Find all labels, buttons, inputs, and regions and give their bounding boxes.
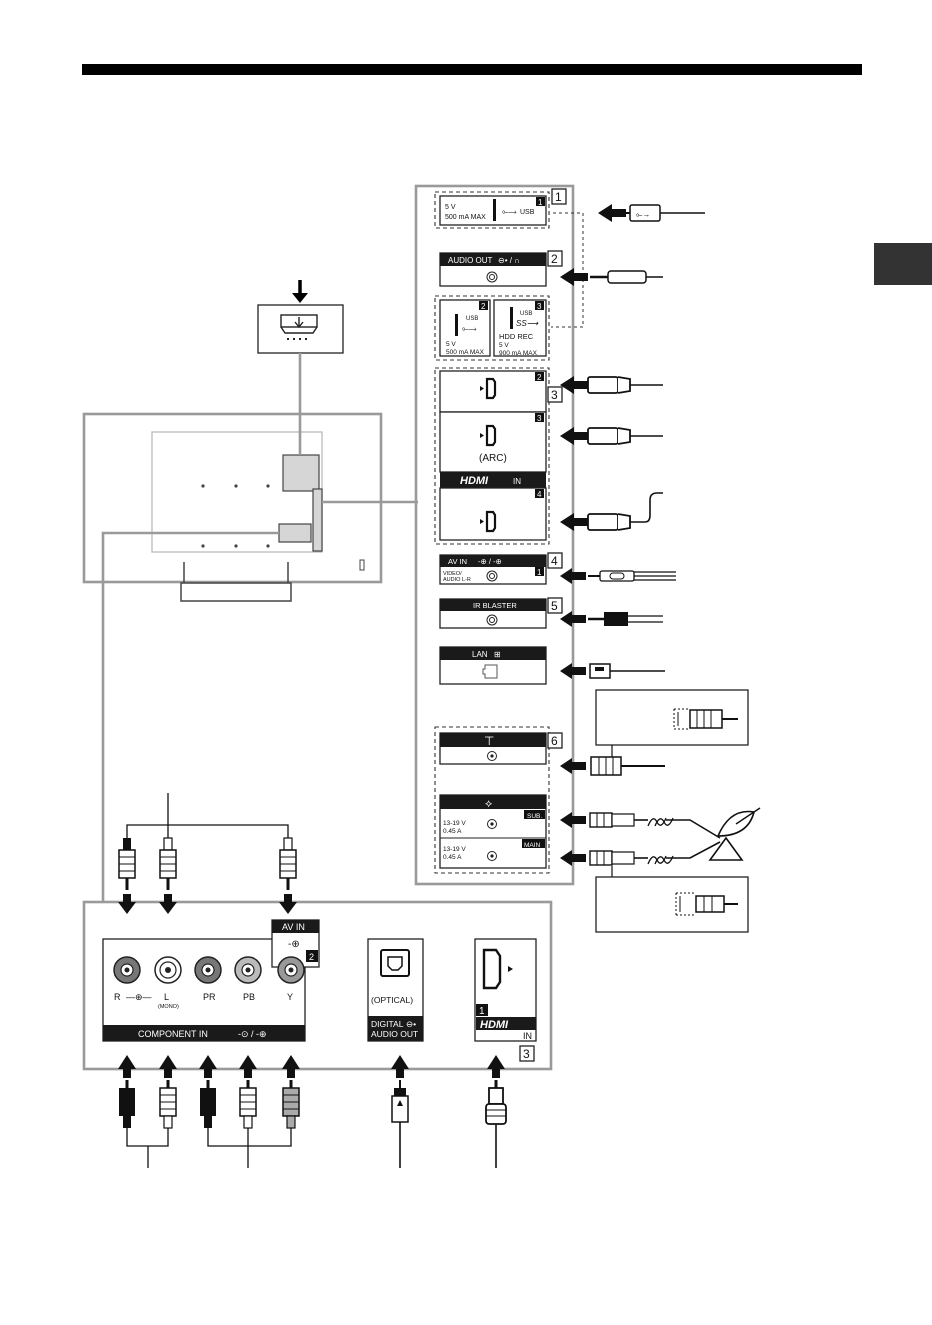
usb2-number: 2 bbox=[481, 302, 486, 311]
side-tab bbox=[874, 243, 932, 285]
bottom-cables bbox=[118, 1055, 507, 1168]
usb3-current: 900 mA MAX bbox=[499, 350, 538, 357]
ir-blaster-port: IR BLASTER bbox=[439, 598, 547, 629]
optical-label: (OPTICAL) bbox=[371, 995, 413, 1005]
antenna-icon: ⊤ bbox=[484, 734, 494, 748]
hdmi-port-3-number: 3 bbox=[537, 414, 542, 423]
usb3-voltage: 5 V bbox=[499, 342, 509, 349]
usb3-number: 3 bbox=[537, 302, 542, 311]
pb-label: PB bbox=[243, 992, 255, 1002]
antenna-cable bbox=[560, 689, 749, 776]
hdmi-cables bbox=[560, 376, 663, 531]
network-icon: ⊞ bbox=[494, 650, 501, 659]
optical-port: (OPTICAL) DIGITAL ⊖• AUDIO OUT bbox=[367, 938, 424, 1042]
hdmi-1-port: 1 HDMI IN bbox=[474, 938, 537, 1042]
usb-2-3-ports: 2 3 USB ⟜⟶ 5 V 500 mA MAX USB SS⟶ HDD RE… bbox=[434, 295, 550, 361]
l-label: L bbox=[164, 992, 169, 1002]
section-6-number: 6 bbox=[551, 734, 558, 748]
usb2-label: USB bbox=[466, 316, 478, 322]
usb1-voltage: 5 V bbox=[445, 204, 456, 211]
hdmi-arc-label: (ARC) bbox=[479, 453, 507, 464]
sat-main-tag: MAIN bbox=[524, 842, 541, 849]
audio-out-port: AUDIO OUT ⊖• / ∩ bbox=[439, 252, 547, 287]
ir-blaster-label: IR BLASTER bbox=[473, 601, 517, 610]
sat-main-voltage: 13-19 V bbox=[443, 846, 466, 853]
header-bar bbox=[82, 64, 862, 75]
hdmi-1-in-label: IN bbox=[523, 1031, 532, 1041]
usb1-current: 500 mA MAX bbox=[445, 214, 486, 221]
usb-1-port: 5 V 500 mA MAX ⟜⟶ USB 1 bbox=[434, 191, 550, 229]
av-in-1-port: AV IN -⊕ / -⊕ 1 VIDEO/ AUDIO L-R bbox=[439, 554, 547, 585]
hdmi-port-2-number: 2 bbox=[537, 373, 542, 382]
av-in-2-icon: -⊕ bbox=[288, 939, 300, 950]
mono-label: (MONO) bbox=[158, 1004, 179, 1010]
y-label: Y bbox=[287, 992, 293, 1002]
pr-label: PR bbox=[203, 992, 216, 1002]
usb3-ss-icon: SS⟶ bbox=[516, 319, 539, 328]
av-in-sub2: AUDIO L-R bbox=[443, 577, 471, 583]
hdmi-port-4-number: 4 bbox=[537, 490, 542, 499]
headphone-cable bbox=[560, 268, 663, 286]
section-5-number: 5 bbox=[551, 599, 558, 613]
usb1-number: 1 bbox=[538, 198, 543, 207]
hdmi-logo: HDMI bbox=[460, 475, 489, 487]
audio-out-label: AUDIO OUT bbox=[448, 256, 493, 265]
usb2-icon: ⟜⟶ bbox=[462, 324, 476, 333]
hdmi-1-logo: HDMI bbox=[480, 1019, 509, 1031]
sat-main-current: 0.45 A bbox=[443, 854, 462, 861]
satellite-icon: ⟡ bbox=[485, 798, 492, 810]
digital-out-icon: ⊖• bbox=[406, 1019, 416, 1029]
usb1-label: USB bbox=[520, 209, 535, 216]
hdmi-side-ports: 2 3 4 (ARC) HDMI IN bbox=[434, 367, 550, 545]
av-in-2-label: AV IN bbox=[282, 922, 305, 932]
lan-label: LAN bbox=[472, 650, 488, 659]
av-in-icon: -⊕ / -⊕ bbox=[478, 557, 502, 566]
section-3-number: 3 bbox=[551, 388, 558, 402]
av-cable bbox=[560, 568, 676, 584]
digital-audio-out-label: AUDIO OUT bbox=[371, 1029, 418, 1039]
component-in-label: COMPONENT IN bbox=[138, 1029, 208, 1039]
av-in-sub1: VIDEO/ bbox=[443, 571, 462, 577]
audio-link-icon: —⊕— bbox=[126, 992, 152, 1002]
usb3-label: USB bbox=[520, 311, 532, 317]
sat-sub-voltage: 13-19 V bbox=[443, 820, 466, 827]
bottom-panel-frame bbox=[82, 900, 553, 1071]
component-icon: -⊙ / -⊕ bbox=[238, 1029, 267, 1039]
digital-label: DIGITAL bbox=[371, 1019, 404, 1029]
satellite-cables bbox=[560, 807, 761, 933]
lan-cable bbox=[560, 663, 665, 679]
ir-blaster-cable bbox=[560, 611, 663, 627]
sat-sub-tag: SUB. bbox=[527, 813, 542, 820]
av-in-1-number: 1 bbox=[537, 568, 542, 577]
usb-cable: ⟜→ bbox=[551, 204, 705, 328]
usb-icon: ⟜⟶ bbox=[502, 207, 516, 216]
av-in-2-cable bbox=[118, 793, 297, 914]
usb3-hdd-label: HDD REC bbox=[499, 332, 534, 341]
usb2-current: 500 mA MAX bbox=[446, 349, 485, 356]
section-4-number: 4 bbox=[551, 554, 558, 568]
usb-plug-icon: ⟜→ bbox=[636, 210, 650, 219]
remote-sensor-box bbox=[257, 280, 344, 354]
antenna-satellite-ports: ⊤ ⟡ SUB. 13-19 V 0.45 A MAIN 13-19 V 0.4… bbox=[434, 726, 550, 874]
headphone-icon: ⊖• / ∩ bbox=[498, 256, 520, 265]
sat-sub-current: 0.45 A bbox=[443, 828, 462, 835]
hdmi-in-label: IN bbox=[513, 477, 521, 486]
section-1-number: 1 bbox=[555, 190, 562, 204]
component-av-block: AV IN -⊕ 2 COMPONENT IN -⊙ / -⊕ R —⊕— L … bbox=[102, 919, 320, 1042]
av-in-2-number: 2 bbox=[309, 952, 314, 962]
section-2-number: 2 bbox=[551, 252, 558, 266]
usb2-voltage: 5 V bbox=[446, 341, 456, 348]
hdmi-1-number: 1 bbox=[479, 1006, 485, 1017]
r-label: R bbox=[114, 992, 121, 1002]
side-panel-frame bbox=[414, 184, 575, 886]
av-in-1-label: AV IN bbox=[448, 557, 467, 566]
tv-rear-view bbox=[82, 412, 383, 602]
bottom-section-3-number: 3 bbox=[523, 1047, 530, 1061]
lan-port: LAN ⊞ bbox=[439, 646, 547, 685]
